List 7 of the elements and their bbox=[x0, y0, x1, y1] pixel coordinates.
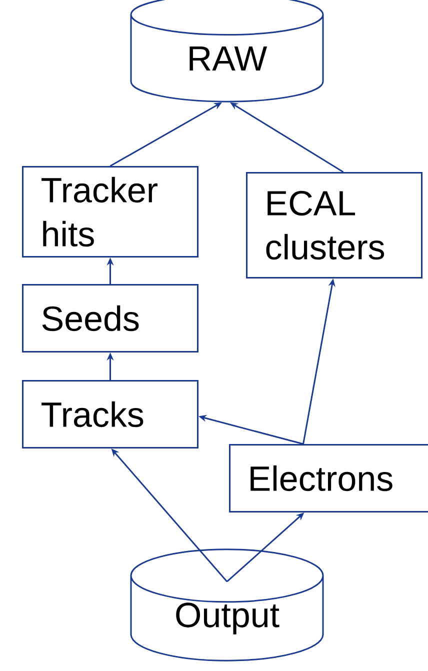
process-box: ECAL clusters bbox=[246, 172, 422, 278]
process-box: Tracks bbox=[22, 380, 198, 448]
database-cylinder: RAW bbox=[130, 0, 324, 102]
process-box: Tracker hits bbox=[22, 166, 198, 258]
database-cylinder: Output bbox=[130, 548, 324, 662]
process-box: Seeds bbox=[22, 284, 198, 352]
process-box: Electrons bbox=[229, 444, 428, 512]
